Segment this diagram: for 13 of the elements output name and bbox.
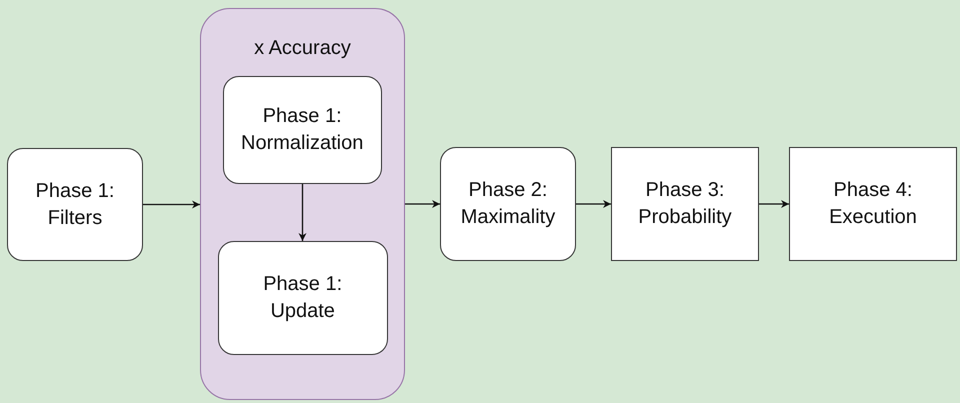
process-box: Phase 1: Filters (7, 148, 143, 261)
process-box: Phase 1: Normalization (222, 76, 382, 184)
arrow (576, 200, 611, 208)
arrow (143, 200, 200, 208)
arrow (405, 200, 440, 208)
group-title: x Accuracy (254, 36, 351, 61)
process-box: Phase 1: Update (218, 240, 388, 355)
arrow (759, 200, 789, 208)
arrow (298, 184, 306, 241)
group-container (200, 8, 405, 400)
process-box: Phase 3: Probability (611, 147, 759, 261)
process-box: Phase 2: Maximality (440, 147, 576, 261)
process-box: Phase 4: Execution (789, 147, 957, 261)
